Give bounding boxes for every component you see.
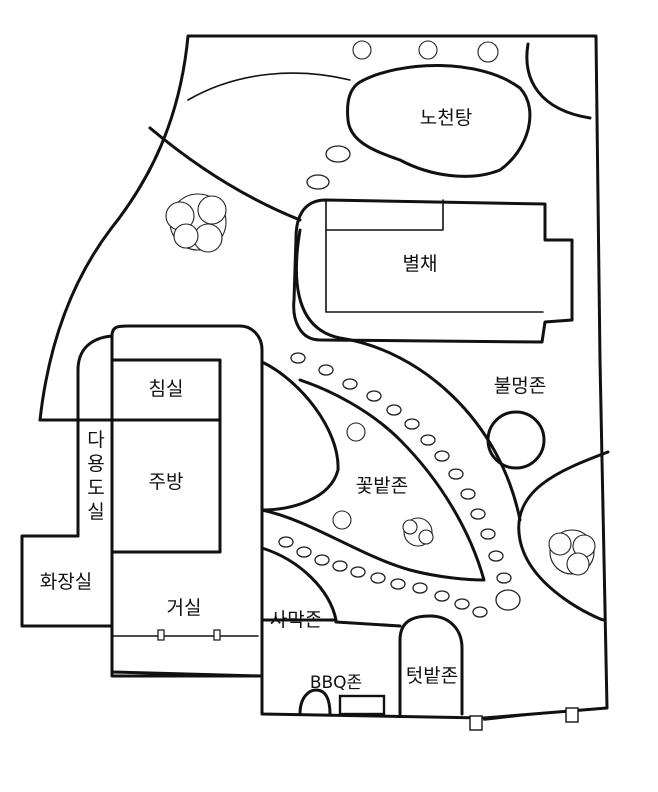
stepping-stone (460, 488, 476, 500)
stepping-stone (404, 418, 420, 430)
tree-right (548, 529, 596, 576)
label-multi-room-1: 다 (87, 429, 104, 451)
stepping-stone (496, 572, 512, 584)
flower-bed-main (260, 378, 486, 582)
flower-bed-left (260, 360, 340, 512)
stepping-stones-flower (278, 536, 488, 618)
garden-path-curve-left (148, 126, 302, 222)
stepping-stone (370, 572, 386, 584)
stepping-stone (472, 606, 488, 618)
right-garden-curve (517, 450, 610, 622)
annex-inner (325, 199, 544, 313)
label-living-room: 거실 (167, 597, 202, 619)
stepping-stone (332, 560, 348, 572)
stepping-stones-arc (290, 352, 521, 611)
label-annex: 별채 (403, 253, 438, 275)
shrub-2 (332, 510, 352, 530)
stepping-stone (470, 508, 486, 520)
stepping-stone (434, 590, 450, 602)
open-bath-pond (346, 64, 532, 178)
label-bathroom: 화장실 (40, 571, 92, 593)
label-multi-room-3: 도 (87, 477, 104, 499)
stepping-stone (495, 589, 521, 611)
desert-zone-curve (260, 546, 338, 622)
window-post-1 (157, 629, 165, 641)
stepping-stone (278, 536, 294, 548)
label-desert-zone: 사막존 (270, 609, 322, 631)
main-house-outline (110, 324, 264, 678)
stepping-stone (480, 528, 496, 540)
stepping-stone (314, 554, 330, 566)
garden-curve-right (525, 42, 592, 120)
stepping-stone (290, 352, 306, 364)
annex-inner-2 (325, 199, 444, 231)
vegetable-garden-arch (398, 614, 464, 716)
window-post-2 (213, 629, 221, 641)
fire-pit-circle (486, 410, 546, 470)
tree-flower-bed (402, 517, 434, 547)
bbq-grill (338, 694, 386, 716)
gate-line (483, 711, 571, 721)
label-bbq-zone: BBQ존 (310, 673, 362, 693)
stepping-stone (448, 468, 464, 480)
label-fire-pit-zone: 불멍존 (494, 375, 546, 397)
stepping-stone (386, 404, 402, 416)
bbq-arch (298, 688, 332, 716)
stepping-stone (390, 578, 406, 590)
tree-top-left (165, 193, 227, 253)
stepping-stones-top (306, 145, 351, 190)
label-multi-room-4: 실 (87, 501, 104, 523)
stepping-stone (454, 598, 470, 610)
stepping-stone (366, 390, 382, 402)
stepping-stone (296, 546, 312, 558)
stepping-stone (342, 378, 358, 390)
annex-building (292, 198, 574, 344)
label-multi-room-2: 용 (87, 453, 104, 475)
label-bedroom: 침실 (149, 378, 184, 400)
label-vegetable-garden-zone: 텃밭존 (406, 665, 458, 687)
stepping-stone (434, 450, 450, 462)
garden-curve-top (187, 72, 351, 101)
stepping-stone (412, 582, 428, 594)
house-left-wing (76, 334, 114, 538)
gate-post-left (469, 715, 483, 731)
gate-post-right (565, 707, 579, 723)
label-open-bath: 노천탕 (420, 107, 472, 129)
desert-zone-line (334, 620, 402, 628)
garden-path-curve-outer (294, 228, 522, 522)
stepping-stone (318, 364, 334, 376)
shrub-row-top (352, 40, 499, 63)
shrub-1 (346, 422, 366, 442)
stepping-stone (350, 566, 366, 578)
stepping-stone (488, 550, 504, 562)
label-flower-bed-zone: 꽃밭존 (356, 475, 408, 497)
stepping-stone (420, 434, 436, 446)
label-kitchen: 주방 (149, 471, 184, 493)
